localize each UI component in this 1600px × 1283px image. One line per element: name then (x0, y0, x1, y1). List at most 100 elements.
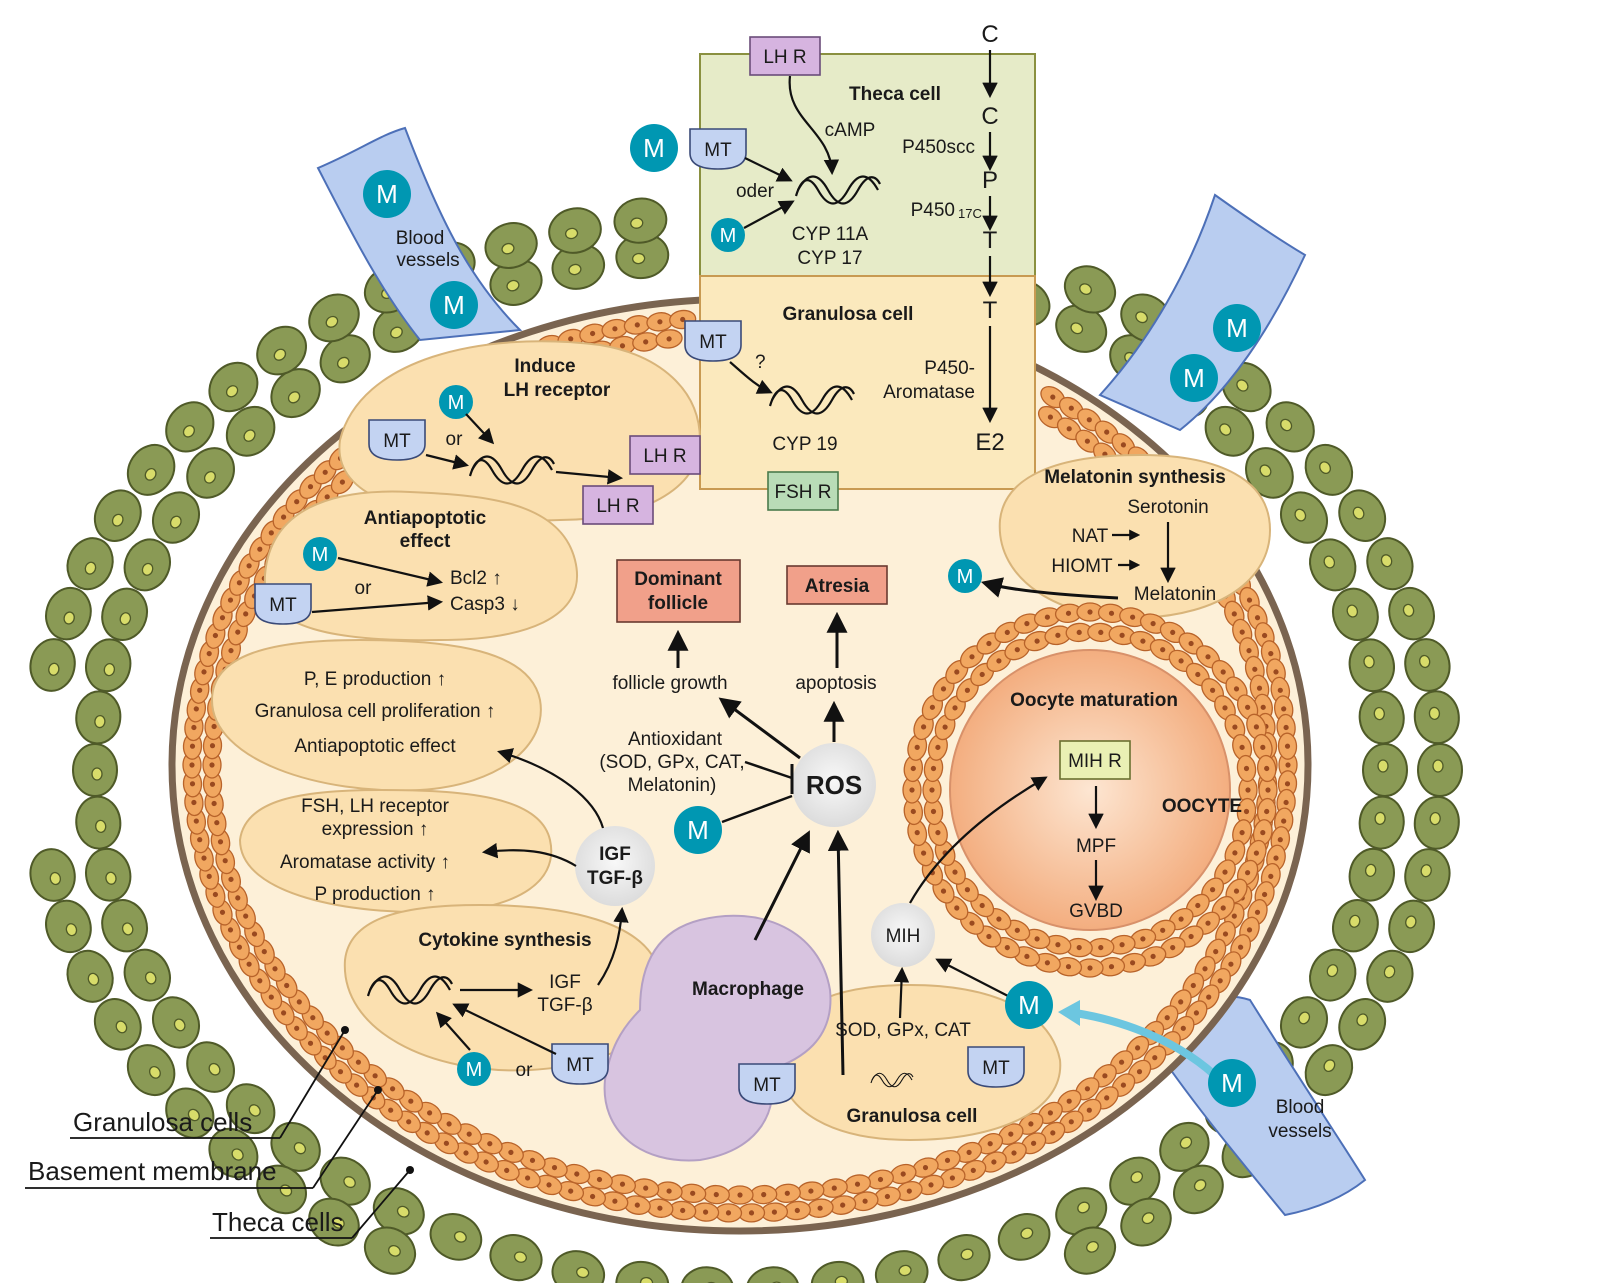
antioxidant-label-1: Antioxidant (628, 729, 723, 750)
or-cytokine: or (516, 1060, 534, 1081)
theca-cell (612, 1257, 673, 1283)
blood-vessel-top-right (1098, 193, 1307, 432)
tgf-label: TGF-β (537, 995, 592, 1016)
bcl2-label: Bcl2 ↑ (450, 568, 502, 589)
mpf-label: MPF (1076, 836, 1116, 857)
m-label-theca-outside: M (643, 133, 665, 163)
mt-theca-label: MT (704, 140, 732, 161)
fsh-lh-label-1: FSH, LH receptor (301, 796, 449, 817)
casp3-label: Casp3 ↓ (450, 594, 520, 615)
theca-cell-title: Theca cell (849, 84, 941, 105)
theca-cell (807, 1257, 868, 1283)
m-label-synthesized: M (957, 566, 974, 588)
fsh-receptor-label: FSH R (775, 482, 832, 503)
theca-cell (1399, 634, 1455, 696)
theca-cell (1382, 894, 1442, 959)
gc-proliferation-label: Granulosa cell proliferation ↑ (255, 701, 496, 722)
antioxidant-label-2: (SOD, GPx, CAT, (599, 752, 744, 773)
theca-cell (1411, 793, 1463, 852)
m-label-vessel-br: M (1221, 1068, 1243, 1098)
theca-cell (870, 1244, 934, 1283)
theca-cell (80, 843, 136, 906)
granulosa-cells-leader: Granulosa cells (73, 1107, 252, 1137)
granulosa-cell (749, 1184, 778, 1205)
theca-cell (1356, 688, 1408, 747)
ros-circle (792, 743, 876, 827)
lh-receptor-1-label: LH R (643, 446, 686, 467)
granulosa-cell (737, 1202, 766, 1223)
p450-17c-label: P450 (911, 200, 955, 221)
m-label-antiapoptotic: M (312, 544, 329, 566)
tgf-circle-label: TGF-β (587, 868, 643, 889)
blood-vessels-tl-2: vessels (396, 250, 459, 271)
aromatase-activity-label: Aromatase activity ↑ (280, 852, 450, 873)
dominant-follicle-label-2: follicle (648, 593, 708, 614)
gvbd-label: GVBD (1069, 901, 1123, 922)
mih-circle (871, 903, 935, 967)
macrophage-cell (603, 914, 832, 1162)
ros-label: ROS (806, 770, 862, 800)
igf-label: IGF (549, 972, 581, 993)
serotonin-label: Serotonin (1127, 497, 1208, 518)
theca-cell (482, 1226, 550, 1283)
steroid-t1: T (983, 227, 998, 254)
atresia-label: Atresia (805, 576, 870, 597)
oocyte-maturation-title: Oocyte maturation (1010, 690, 1178, 711)
dominant-follicle-box (616, 559, 741, 623)
theca-cell (1344, 843, 1400, 906)
antiapoptotic-title-1: Antiapoptotic (364, 508, 487, 529)
antiapoptotic-title-2: effect (400, 531, 451, 552)
lh-receptor-theca (749, 36, 821, 76)
or-induce: or (446, 429, 464, 450)
induce-title-2: LH receptor (504, 380, 611, 401)
theca-cell (679, 1265, 736, 1283)
m-label-ros: M (687, 815, 709, 845)
steroid-c1: C (981, 21, 998, 48)
m-label-vessel-tl-2: M (443, 290, 465, 320)
steroid-p: P (982, 167, 998, 194)
theca-cell (1382, 581, 1442, 646)
theca-cell (421, 1204, 490, 1270)
atresia-box (786, 565, 888, 605)
cytokine-synthesis-title: Cytokine synthesis (418, 930, 591, 951)
granulosa-cell (1277, 732, 1298, 761)
theca-cell (94, 581, 155, 647)
theca-cell (1325, 893, 1386, 959)
theca-cell (38, 894, 98, 959)
p450scc-label: P450scc (902, 137, 975, 158)
theca-cell (94, 893, 155, 959)
region-fsh-lh (238, 788, 553, 914)
m-label-vessel-tr-2: M (1183, 363, 1205, 393)
igf-tgf-circle (575, 826, 655, 906)
m-label-mih: M (1018, 990, 1040, 1020)
region-pe-production (210, 638, 542, 792)
granulosa-cell (726, 1185, 754, 1205)
lh-receptor-2 (582, 485, 654, 525)
theca-cell (744, 1265, 801, 1283)
theca-cell (1399, 844, 1455, 906)
theca-cell (38, 581, 98, 646)
oder-label: oder (736, 181, 775, 202)
sod-gpx-cat-label: SOD, GPx, CAT (835, 1020, 971, 1041)
theca-cell (1411, 688, 1463, 747)
igf-circle-label: IGF (599, 844, 631, 865)
mih-receptor-label: MIH R (1068, 751, 1122, 772)
steroid-c2: C (981, 103, 998, 130)
nat-label: NAT (1072, 526, 1109, 547)
dominant-follicle-label-1: Dominant (634, 569, 722, 590)
theca-cell (1362, 743, 1408, 797)
mih-receptor (1059, 740, 1131, 780)
fsh-receptor (767, 471, 839, 511)
p450-aromatase-label-2: Aromatase (883, 382, 975, 403)
steroid-e2: E2 (975, 429, 1004, 456)
theca-cell (72, 743, 118, 797)
theca-cell (80, 634, 136, 697)
camp-label: cAMP (825, 120, 876, 141)
theca-cell (72, 688, 124, 747)
melatonin-label: Melatonin (1134, 584, 1216, 605)
theca-cell (1417, 743, 1463, 797)
p-production-label: P production ↑ (314, 884, 435, 905)
theca-cell-box (699, 53, 1036, 277)
mih-label: MIH (886, 926, 921, 947)
